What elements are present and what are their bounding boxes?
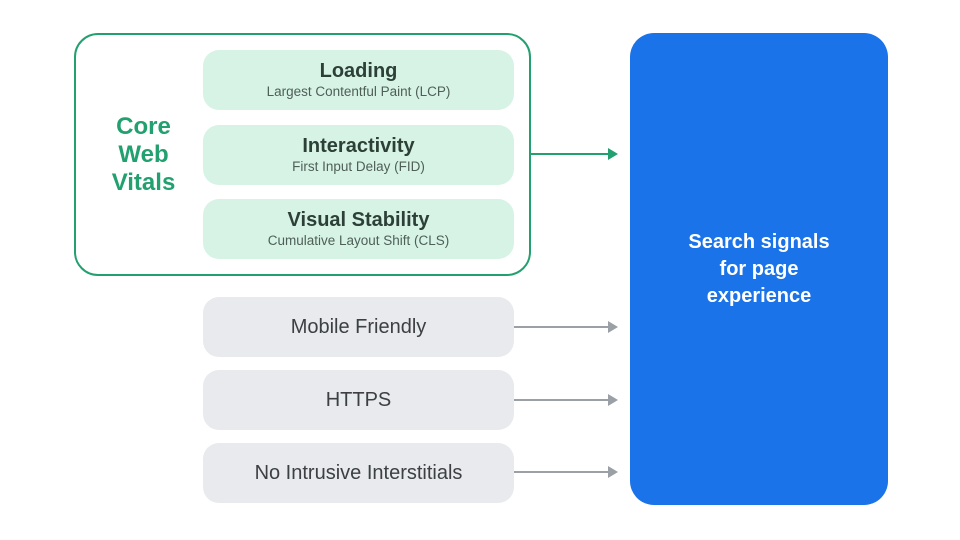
arrow-mobile-friendly-icon xyxy=(514,321,618,333)
vital-visual-stability: Visual Stability Cumulative Layout Shift… xyxy=(203,199,514,259)
arrow-shaft xyxy=(531,153,609,155)
arrow-no-intrusive-interstitials-icon xyxy=(514,466,618,478)
search-signals-text-line: Search signals xyxy=(688,230,830,253)
arrow-head xyxy=(608,148,618,160)
arrow-shaft xyxy=(514,399,609,401)
core-web-vitals-group: Core Web Vitals Loading Largest Contentf… xyxy=(74,33,531,276)
arrow-head xyxy=(608,466,618,478)
arrow-https-icon xyxy=(514,394,618,406)
vital-subtitle: First Input Delay (FID) xyxy=(292,159,425,174)
core-web-vitals-label-line: Vitals xyxy=(111,168,176,196)
arrow-shaft xyxy=(514,326,609,328)
signal-label: No Intrusive Interstitials xyxy=(254,461,463,484)
core-web-vitals-label: Core Web Vitals xyxy=(86,35,201,274)
search-signals-text-line: for page xyxy=(719,257,799,280)
arrow-head xyxy=(608,321,618,333)
vital-title: Visual Stability xyxy=(287,209,430,231)
search-signals-box: Search signals for page experience xyxy=(630,33,888,505)
arrow-shaft xyxy=(514,471,609,473)
arrow-core-web-vitals-icon xyxy=(531,148,618,160)
core-web-vitals-label-line: Web xyxy=(118,140,169,168)
vital-subtitle: Cumulative Layout Shift (CLS) xyxy=(267,233,450,248)
vital-interactivity: Interactivity First Input Delay (FID) xyxy=(203,125,514,185)
signal-mobile-friendly: Mobile Friendly xyxy=(203,297,514,357)
signal-label: Mobile Friendly xyxy=(290,315,427,338)
core-web-vitals-label-line: Core xyxy=(116,112,171,140)
signal-label: HTTPS xyxy=(325,388,392,411)
arrow-head xyxy=(608,394,618,406)
vital-title: Loading xyxy=(319,60,398,82)
search-signals-text-line: experience xyxy=(706,284,812,307)
signal-no-intrusive-interstitials: No Intrusive Interstitials xyxy=(203,443,514,503)
vital-subtitle: Largest Contentful Paint (LCP) xyxy=(266,84,451,99)
signal-https: HTTPS xyxy=(203,370,514,430)
vital-title: Interactivity xyxy=(302,135,415,157)
vital-loading: Loading Largest Contentful Paint (LCP) xyxy=(203,50,514,110)
